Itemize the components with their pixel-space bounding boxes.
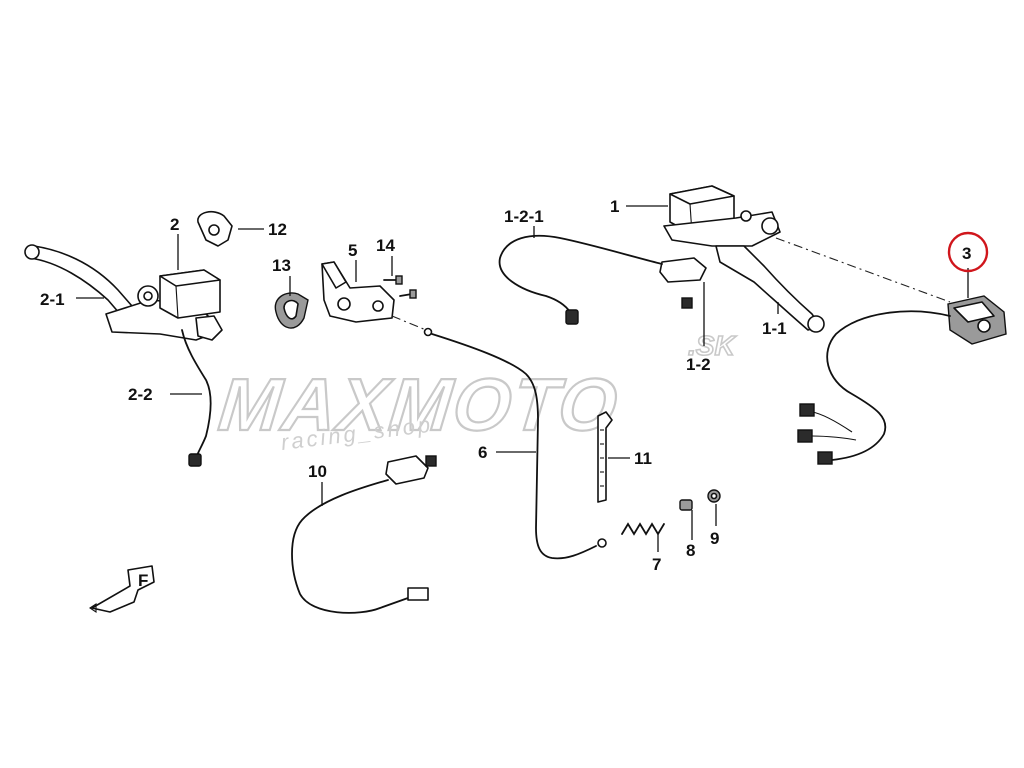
callout-11: 11 — [634, 449, 652, 468]
callout-9: 9 — [710, 529, 719, 548]
direction-marker-label: F — [138, 571, 148, 590]
right-master-cylinder-assembly — [498, 185, 825, 333]
callout-1-1: 1-1 — [762, 319, 787, 338]
part-8-pin — [679, 499, 693, 511]
left-master-cylinder-assembly — [24, 244, 223, 467]
right-switch-screw — [681, 297, 693, 309]
right-switch-connector — [565, 309, 579, 325]
callout-2-2: 2-2 — [128, 385, 153, 404]
arrow-icon — [89, 602, 97, 614]
callout-12: 12 — [268, 220, 287, 239]
part-12-clamp — [197, 210, 233, 247]
part-10-switch-harness — [291, 455, 437, 614]
left-switch-connector — [188, 453, 202, 467]
callout-1-2: 1-2 — [686, 355, 711, 374]
left-lever-tip — [24, 244, 40, 260]
callout-5: 5 — [348, 241, 357, 260]
part-11-cable-tie — [597, 411, 613, 503]
right-mount — [740, 210, 752, 222]
left-pivot-bolt — [143, 291, 153, 301]
highlight-ring — [947, 231, 989, 273]
callout-10: 10 — [308, 462, 327, 481]
part-9-nut — [707, 489, 721, 503]
part-13-split-clamp — [274, 292, 309, 329]
callout-3: 3 — [962, 244, 971, 263]
right-lever-tip — [807, 315, 825, 333]
part-3-handlebar-switch — [797, 295, 1007, 465]
right-switch-wire — [498, 234, 663, 313]
front-direction-marker: F — [89, 565, 155, 614]
leader-lines — [76, 205, 969, 552]
assembly-dash-line — [775, 237, 951, 303]
callout-1: 1 — [610, 197, 619, 216]
right-reservoir-cap — [669, 185, 735, 205]
watermark-suffix: .SK — [688, 330, 736, 361]
callout-2-1: 2-1 — [40, 290, 65, 309]
watermark: MAXMOTO .SK racing_shop — [214, 329, 737, 455]
callout-14: 14 — [376, 236, 395, 255]
watermark-brand: MAXMOTO — [215, 363, 623, 446]
part-6-brake-cable — [391, 315, 607, 560]
right-brake-switch — [659, 257, 707, 283]
callout-13: 13 — [272, 256, 291, 275]
right-clamp-bolt — [761, 217, 779, 235]
left-reservoir-cap — [159, 269, 221, 287]
callout-6: 6 — [478, 443, 487, 462]
callout-8: 8 — [686, 541, 695, 560]
left-switch-wire — [181, 329, 212, 459]
left-clamp — [195, 315, 223, 341]
part-7-spring — [621, 522, 665, 536]
callout-7: 7 — [652, 555, 661, 574]
right-brake-lever — [715, 245, 821, 331]
part-14-screws — [383, 275, 417, 299]
callout-2: 2 — [170, 215, 179, 234]
callout-labels: 2 2-1 2-2 12 13 5 14 6 10 11 7 8 9 1 1-2… — [40, 197, 989, 574]
callout-1-2-1: 1-2-1 — [504, 207, 544, 226]
part-5-lever-perch — [321, 261, 395, 323]
